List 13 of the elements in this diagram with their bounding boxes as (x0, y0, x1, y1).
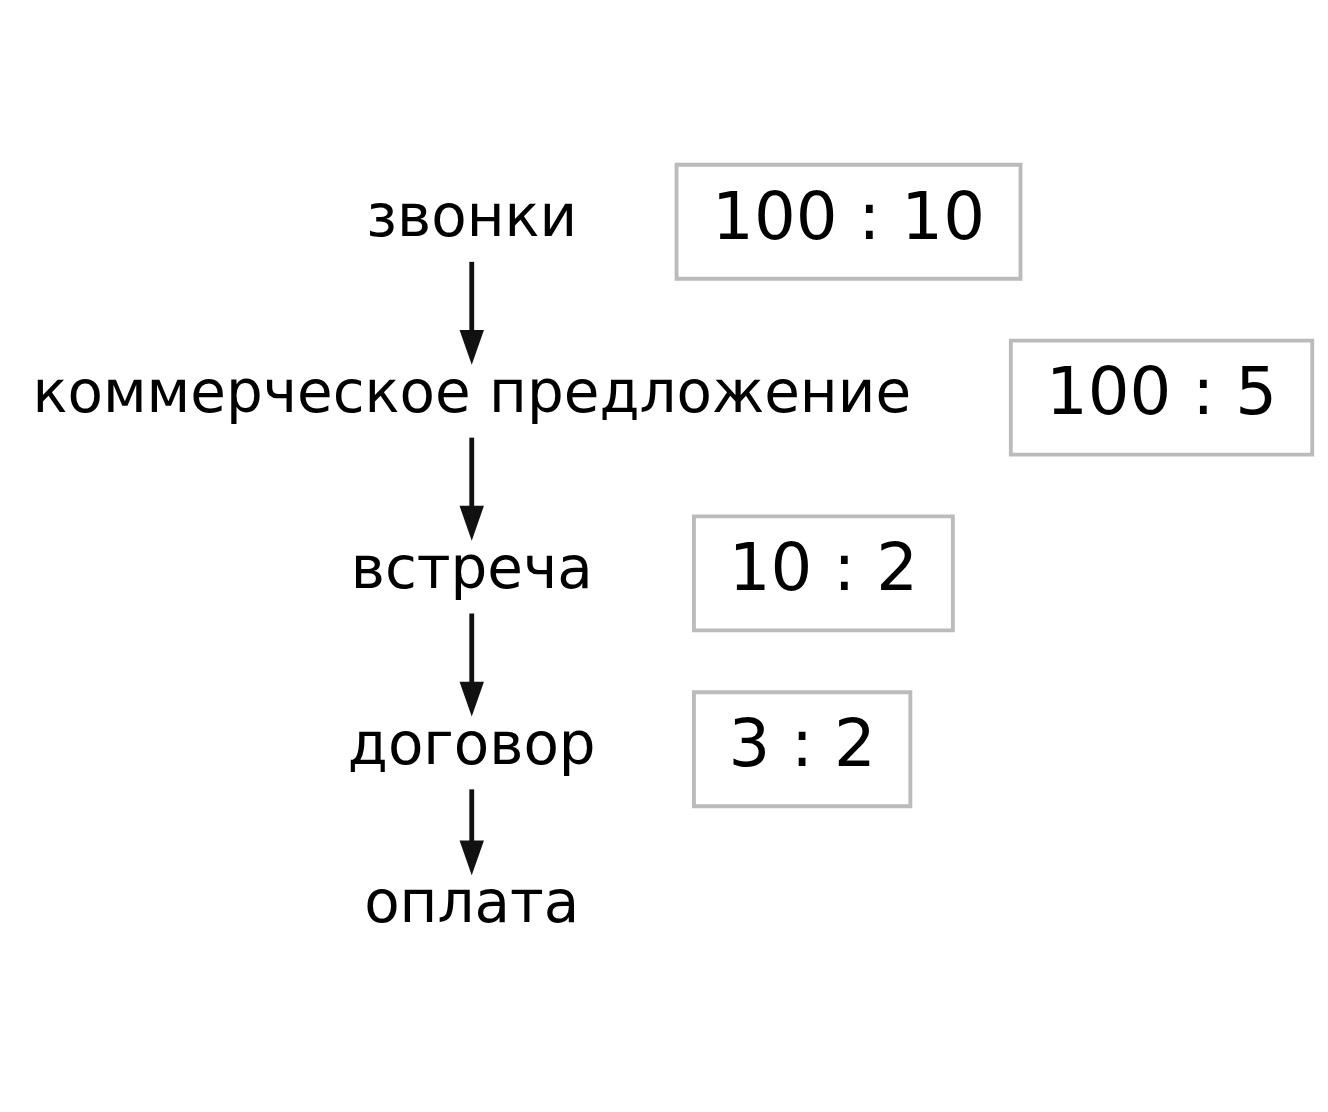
node-box: 100 : 10 (674, 162, 1023, 281)
node-box: 10 : 2 (692, 514, 955, 633)
arrow (459, 789, 484, 876)
node-text: встреча (350, 533, 593, 602)
node-text: договор (347, 709, 596, 778)
arrow (459, 261, 484, 365)
node-box: 100 : 5 (1008, 338, 1315, 457)
node-box: 3 : 2 (692, 690, 913, 809)
node-text: звонки (366, 182, 578, 251)
arrow (459, 437, 484, 541)
node-text: оплата (364, 868, 580, 937)
node-text: коммерческое предложение (32, 358, 912, 427)
arrow (459, 613, 484, 717)
